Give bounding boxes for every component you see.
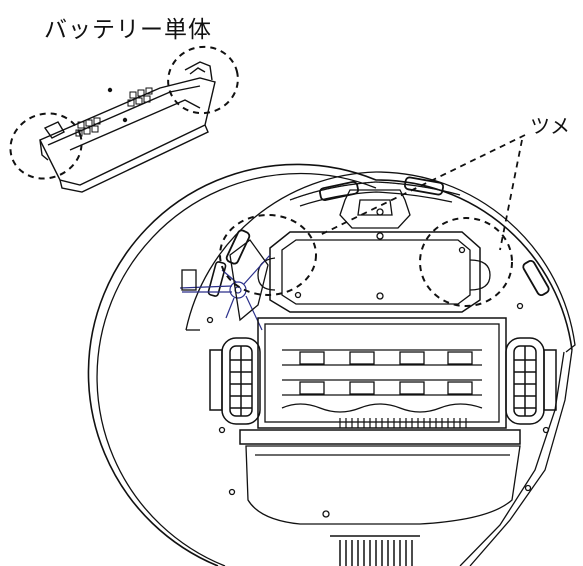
left-wheel — [209, 337, 261, 425]
bristle-strip — [339, 418, 467, 428]
battery-cells — [75, 87, 153, 137]
battery-illustration — [39, 61, 216, 193]
robot-claw-highlights — [219, 214, 513, 307]
robot-underside-illustration — [87, 163, 576, 566]
battery-claw-highlights — [9, 45, 239, 180]
claw-label: ツメ — [530, 114, 570, 138]
rear-vents — [330, 535, 420, 566]
battery-unit-label: バッテリー単体 — [44, 17, 212, 43]
right-wheel — [505, 337, 557, 425]
